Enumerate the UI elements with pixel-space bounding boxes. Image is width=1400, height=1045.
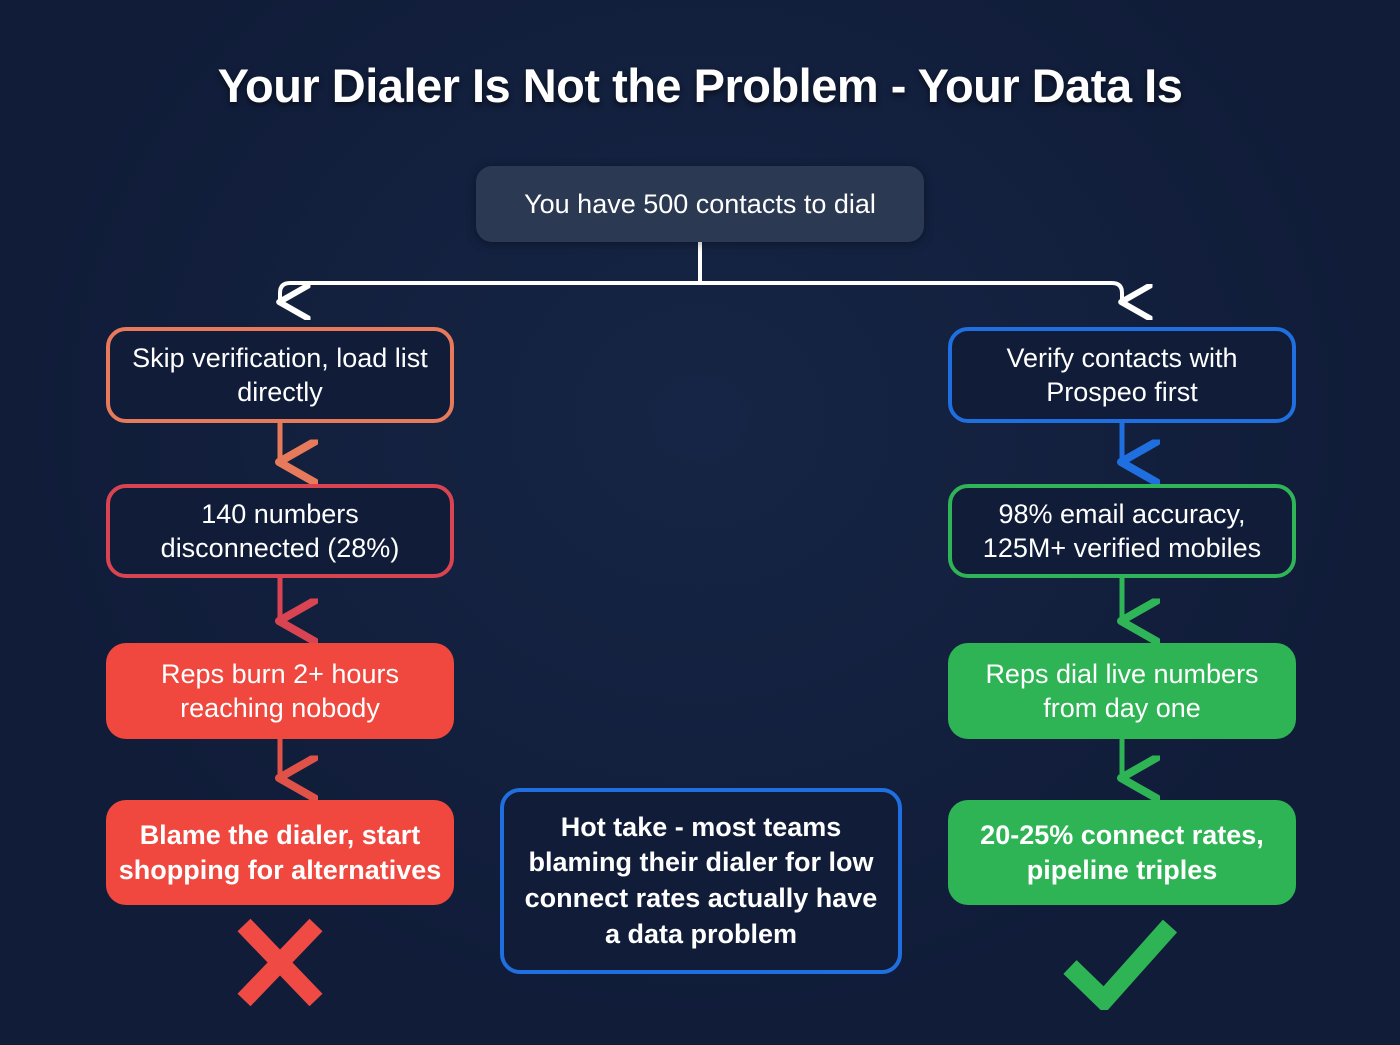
node-skip-verification: Skip verification, load list directly xyxy=(106,327,454,423)
edge-root-to-left xyxy=(280,281,702,302)
node-verify-with-prospeo: Verify contacts with Prospeo first xyxy=(948,327,1296,423)
node-connect-rates: 20-25% connect rates, pipeline triples xyxy=(948,800,1296,905)
edge-root-to-right xyxy=(698,281,1122,302)
node-hot-take-callout: Hot take - most teams blaming their dial… xyxy=(500,788,902,974)
page-title: Your Dialer Is Not the Problem - Your Da… xyxy=(217,59,1183,112)
node-reps-burn-hours: Reps burn 2+ hours reaching nobody xyxy=(106,643,454,739)
node-connect-rates-label: 20-25% connect rates, pipeline triples xyxy=(980,820,1264,885)
node-verify-with-prospeo-label: Verify contacts with Prospeo first xyxy=(1006,342,1238,407)
node-disconnected-numbers: 140 numbers disconnected (28%) xyxy=(106,484,454,578)
node-disconnected-numbers-label: 140 numbers disconnected (28%) xyxy=(160,498,400,563)
node-blame-the-dialer: Blame the dialer, start shopping for alt… xyxy=(106,800,454,905)
node-email-accuracy: 98% email accuracy, 125M+ verified mobil… xyxy=(948,484,1296,578)
node-blame-the-dialer-label: Blame the dialer, start shopping for alt… xyxy=(118,820,442,885)
check-mark-icon xyxy=(1063,919,1178,1010)
x-mark-icon xyxy=(237,918,323,1007)
node-reps-burn-hours-label: Reps burn 2+ hours reaching nobody xyxy=(161,658,399,723)
node-email-accuracy-label: 98% email accuracy, 125M+ verified mobil… xyxy=(982,498,1262,563)
node-dial-live-numbers-label: Reps dial live numbers from day one xyxy=(985,658,1259,723)
node-dial-live-numbers: Reps dial live numbers from day one xyxy=(948,643,1296,739)
node-hot-take-label: Hot take - most teams blaming their dial… xyxy=(524,811,878,949)
node-root-label: You have 500 contacts to dial xyxy=(524,188,876,219)
node-root: You have 500 contacts to dial xyxy=(476,166,924,242)
node-skip-verification-label: Skip verification, load list directly xyxy=(132,342,428,407)
